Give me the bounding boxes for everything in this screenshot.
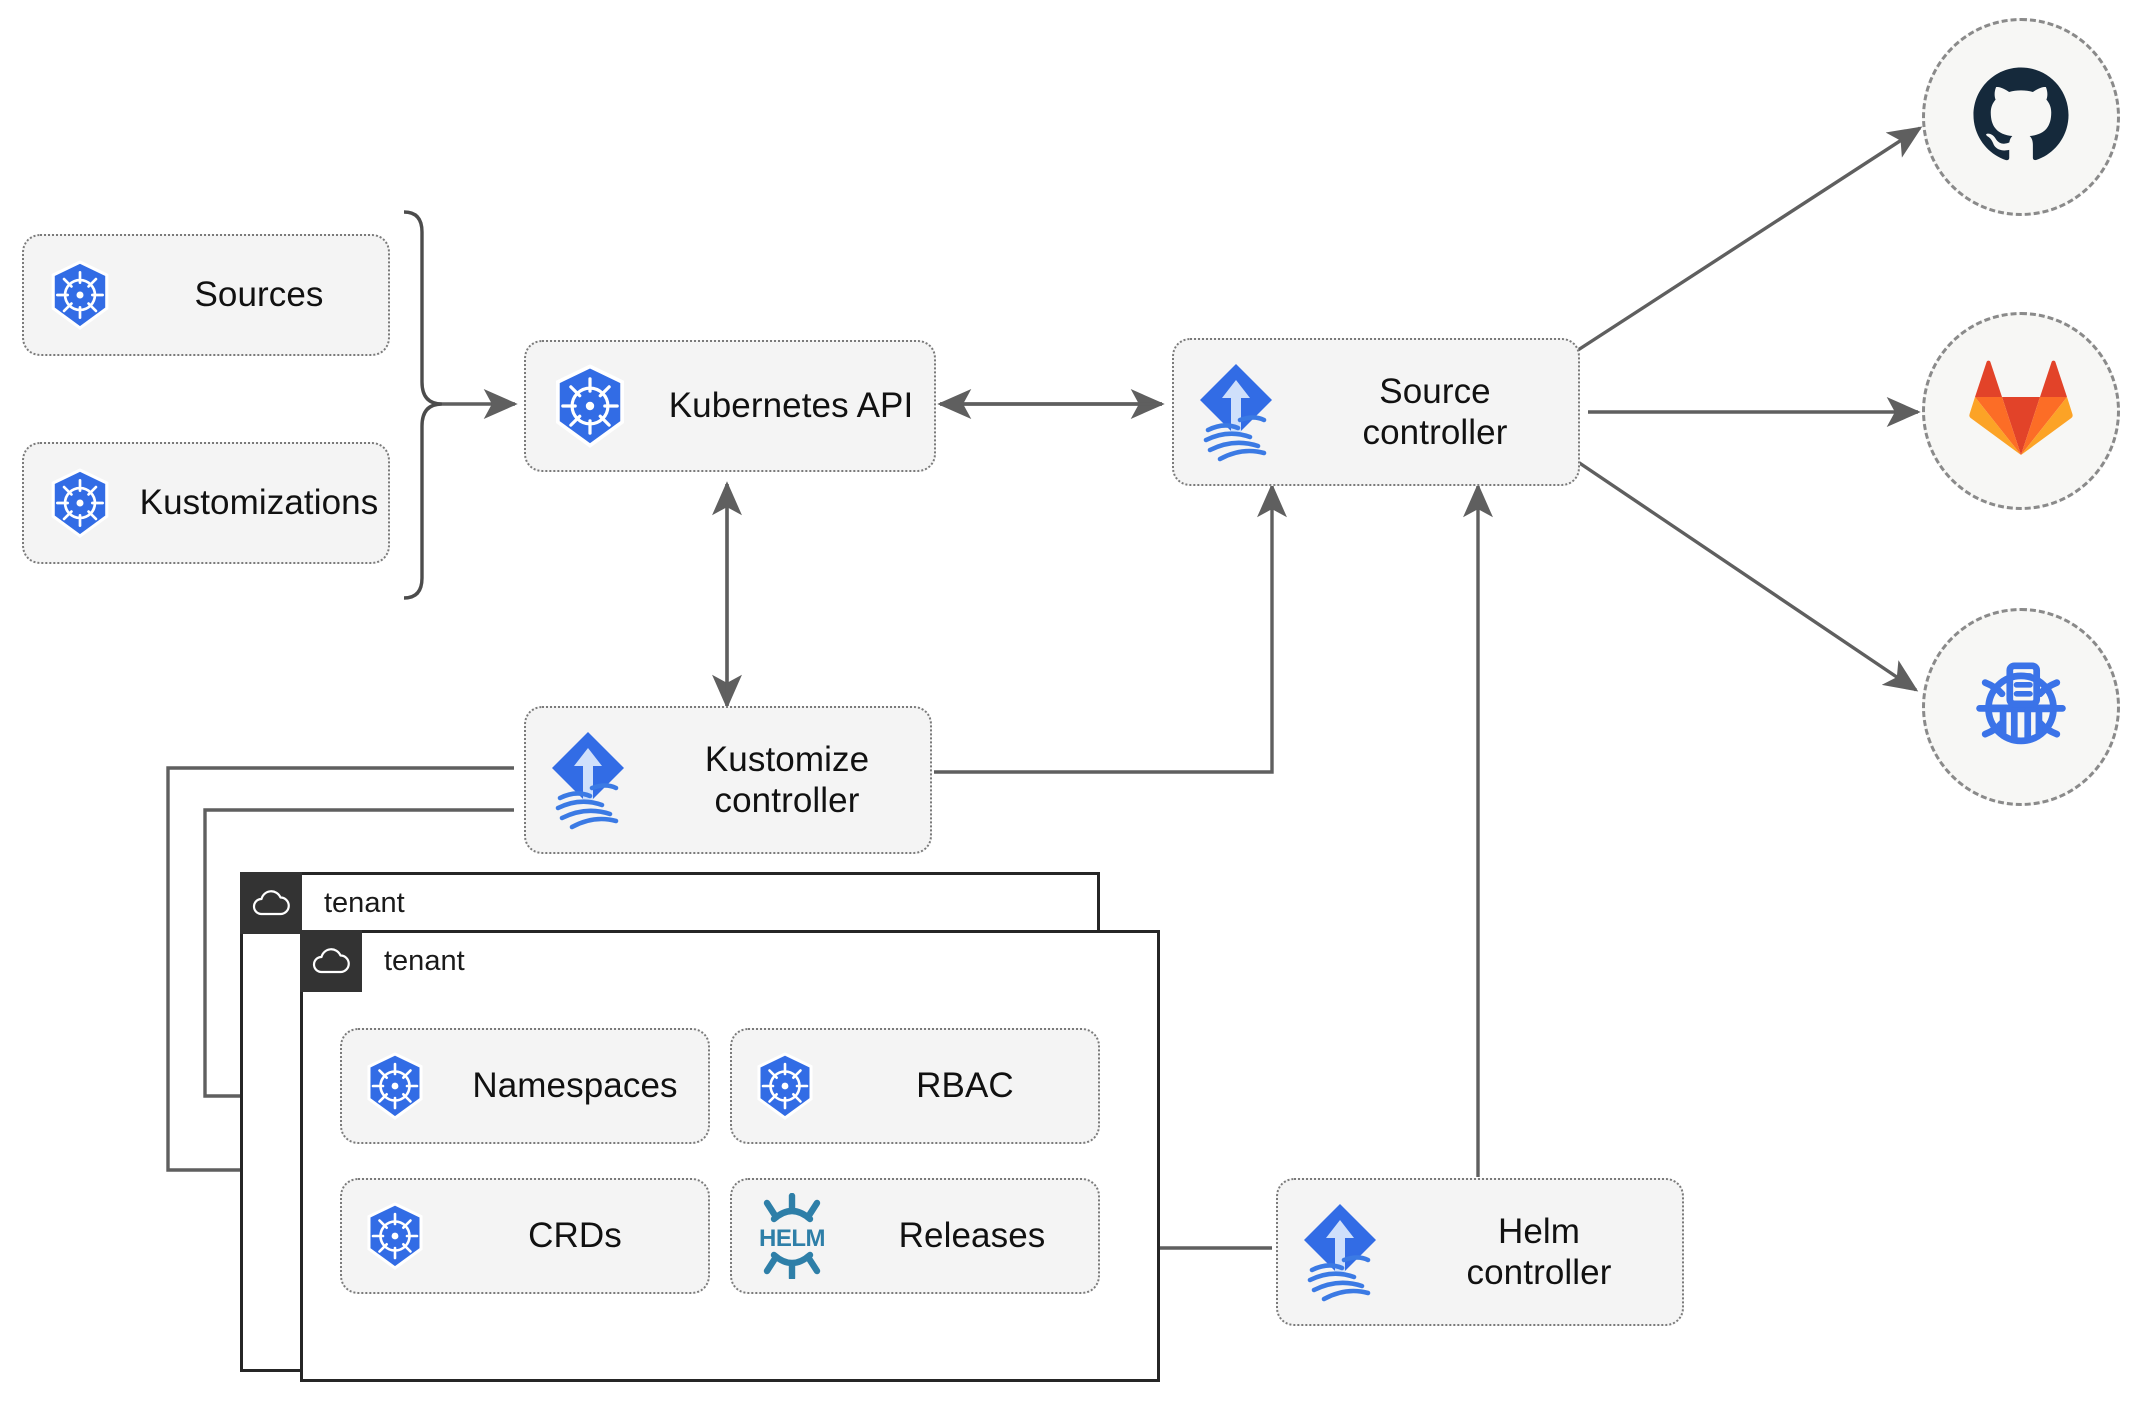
node-label: Source controller [1362, 371, 1508, 452]
kubernetes-icon [526, 364, 654, 448]
node-label: Releases [898, 1216, 1046, 1256]
node-label: Kubernetes API [668, 386, 914, 426]
node-label: Namespaces [472, 1066, 678, 1106]
flux-icon [1278, 1198, 1402, 1306]
flux-icon [526, 726, 650, 834]
svg-text:HELM: HELM [759, 1225, 825, 1252]
github-icon [1967, 61, 2075, 174]
node-kustomize-controller[interactable]: Kustomize controller [524, 706, 932, 854]
node-source-controller[interactable]: Source controller [1172, 338, 1580, 486]
kubernetes-icon [732, 1052, 838, 1120]
provider-github[interactable] [1922, 18, 2120, 216]
node-rbac[interactable]: RBAC [730, 1028, 1100, 1144]
tenant-tab-inner: tenant [300, 930, 465, 992]
cloud-icon [300, 930, 362, 992]
node-kustomizations[interactable]: Kustomizations [22, 442, 390, 564]
node-sources[interactable]: Sources [22, 234, 390, 356]
node-label: CRDs [528, 1216, 622, 1256]
kubernetes-icon [24, 260, 136, 330]
node-label: Helm controller [1466, 1211, 1612, 1292]
helm-icon: HELM [732, 1193, 852, 1279]
node-label: Kustomizations [139, 483, 379, 523]
flux-icon [1174, 358, 1298, 466]
node-label: Kustomize controller [704, 739, 870, 820]
cloud-icon [240, 872, 302, 934]
node-label: Sources [194, 275, 324, 315]
kubernetes-icon [24, 468, 136, 538]
provider-gitlab[interactable] [1922, 312, 2120, 510]
provider-helm-repository[interactable] [1922, 608, 2120, 806]
tenant-panel-inner[interactable]: tenant [300, 930, 1160, 1382]
node-crds[interactable]: CRDs [340, 1178, 710, 1294]
node-label: RBAC [916, 1066, 1014, 1106]
kubernetes-icon [342, 1202, 448, 1270]
tenant-label: tenant [384, 945, 465, 977]
node-helm-controller[interactable]: Helm controller [1276, 1178, 1684, 1326]
kubernetes-icon [342, 1052, 448, 1120]
tenant-label: tenant [324, 887, 405, 919]
tenant-tab-outer: tenant [240, 872, 405, 934]
node-kubernetes-api[interactable]: Kubernetes API [524, 340, 936, 472]
gitlab-icon [1968, 359, 2074, 464]
helm-repository-icon [1965, 649, 2077, 766]
node-namespaces[interactable]: Namespaces [340, 1028, 710, 1144]
node-releases[interactable]: HELM Releases [730, 1178, 1100, 1294]
